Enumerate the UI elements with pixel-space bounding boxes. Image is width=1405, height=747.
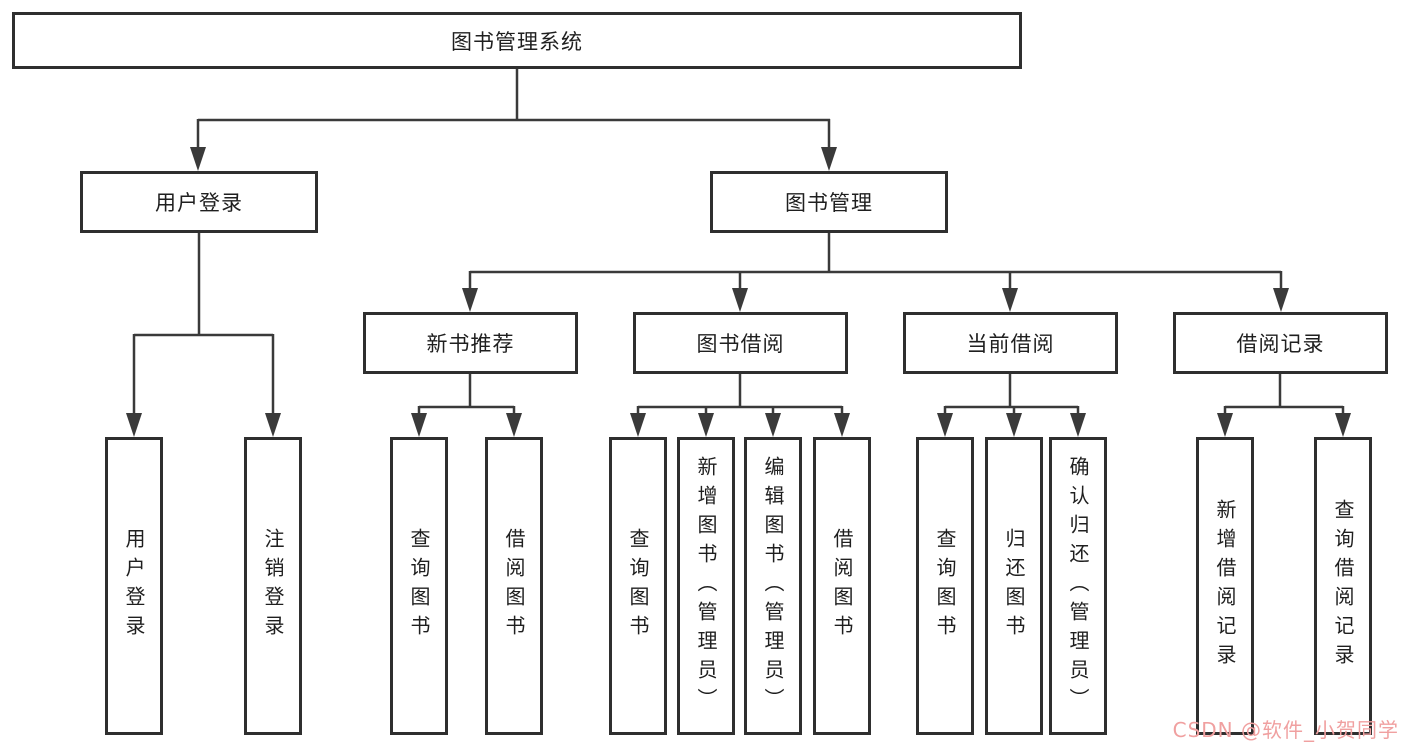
leaf-add-books-admin: 新增图书（管理员） [677, 437, 735, 735]
node-label: 用户登录 [155, 191, 243, 215]
leaf-label: 借阅图书 [502, 528, 526, 644]
csdn-watermark: CSDN @软件_小贺同学 [1172, 718, 1399, 742]
node-library-management-system: 图书管理系统 [12, 12, 1022, 69]
leaf-edit-books-admin: 编辑图书（管理员） [744, 437, 802, 735]
leaf-confirm-return-admin: 确认归还（管理员） [1049, 437, 1107, 735]
leaf-borrow-books: 借阅图书 [485, 437, 543, 735]
leaf-logout: 注销登录 [244, 437, 302, 735]
leaf-user-login: 用户登录 [105, 437, 163, 735]
leaf-label: 编辑图书（管理员） [761, 455, 785, 717]
node-label: 当前借阅 [966, 332, 1055, 356]
leaf-query-books: 查询图书 [609, 437, 667, 735]
leaf-label: 借阅图书 [830, 528, 854, 644]
node-label: 图书管理 [785, 191, 873, 215]
leaf-label: 查询图书 [407, 528, 431, 644]
node-label: 借阅记录 [1236, 332, 1325, 356]
leaf-label: 查询图书 [626, 528, 650, 644]
leaf-label: 用户登录 [122, 528, 146, 644]
node-label: 图书管理系统 [451, 29, 583, 54]
leaf-label: 新增借阅记录 [1213, 499, 1237, 673]
node-book-borrowing: 图书借阅 [633, 312, 848, 374]
node-label: 图书借阅 [696, 332, 785, 356]
leaf-label: 确认归还（管理员） [1066, 455, 1090, 717]
leaf-label: 查询借阅记录 [1331, 499, 1355, 673]
leaf-label: 归还图书 [1002, 528, 1026, 644]
node-user-login: 用户登录 [80, 171, 318, 233]
node-label: 新书推荐 [426, 332, 515, 356]
leaf-label: 查询图书 [933, 528, 957, 644]
node-new-book-recommendation: 新书推荐 [363, 312, 578, 374]
leaf-query-books: 查询图书 [390, 437, 448, 735]
leaf-borrow-books: 借阅图书 [813, 437, 871, 735]
node-book-management: 图书管理 [710, 171, 948, 233]
node-borrowing-records: 借阅记录 [1173, 312, 1388, 374]
leaf-label: 注销登录 [261, 528, 285, 644]
leaf-add-borrowing-record: 新增借阅记录 [1196, 437, 1254, 735]
node-current-borrowing: 当前借阅 [903, 312, 1118, 374]
leaf-label: 新增图书（管理员） [694, 455, 718, 717]
leaf-query-books: 查询图书 [916, 437, 974, 735]
leaf-query-borrowing-record: 查询借阅记录 [1314, 437, 1372, 735]
leaf-return-books: 归还图书 [985, 437, 1043, 735]
